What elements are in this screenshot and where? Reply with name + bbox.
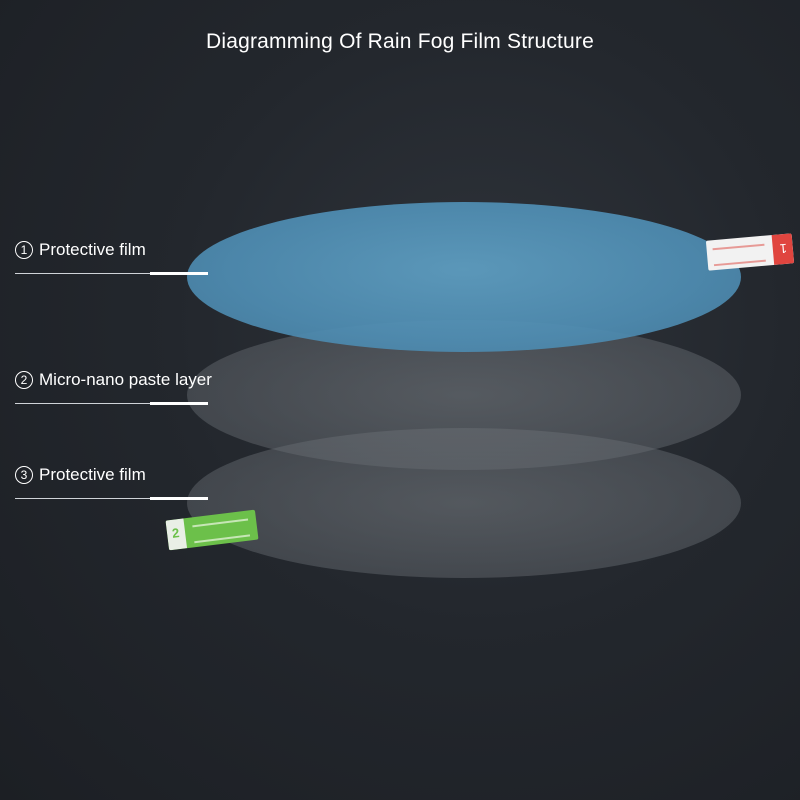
label-1-pointer (150, 272, 208, 275)
label-3-number: 3 (15, 466, 33, 484)
label-1-leader-line (15, 273, 165, 274)
label-1-text: Protective film (39, 240, 146, 259)
label-2: 2 Micro-nano paste layer (15, 370, 212, 390)
label-3-pointer (150, 497, 208, 500)
top-tab-number: 1 (778, 240, 788, 257)
label-2-leader-line (15, 403, 165, 404)
label-3-text: Protective film (39, 465, 146, 484)
tab-text-lines (712, 243, 766, 267)
layer-1-protective-film (187, 202, 741, 352)
label-3-leader-line (15, 498, 165, 499)
diagram-title: Diagramming Of Rain Fog Film Structure (205, 30, 595, 53)
label-2-number: 2 (15, 371, 33, 389)
label-1: 1 Protective film (15, 240, 146, 260)
label-2-text: Micro-nano paste layer (39, 370, 212, 389)
tab-text-lines (192, 518, 251, 544)
label-1-number: 1 (15, 241, 33, 259)
label-2-pointer (150, 402, 208, 405)
label-3: 3 Protective film (15, 465, 146, 485)
